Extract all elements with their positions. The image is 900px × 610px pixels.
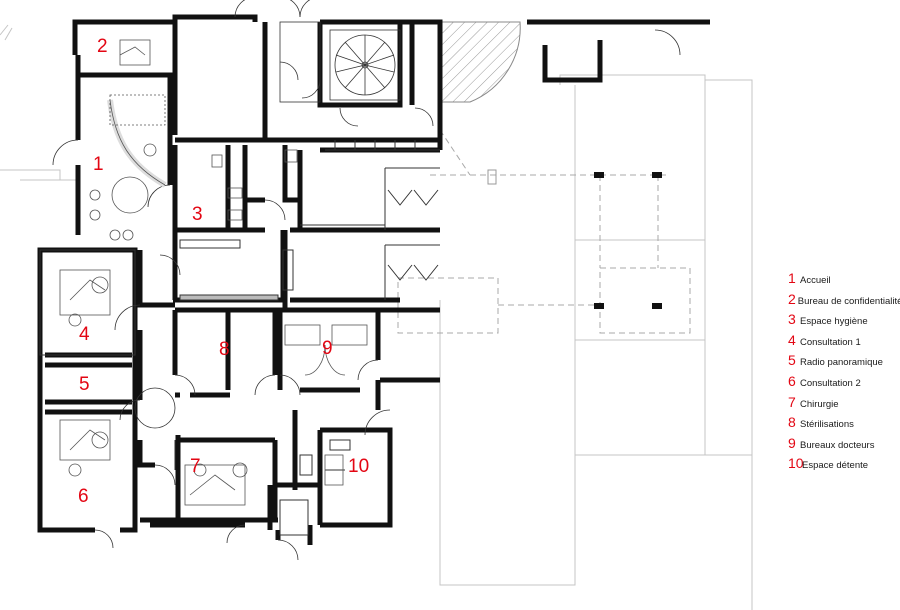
legend-label: Consultation 2: [800, 377, 861, 389]
legend-label: Consultation 1: [800, 336, 861, 348]
room-number-3: 3: [192, 204, 203, 225]
legend-label: Chirurgie: [800, 398, 839, 410]
site-outline: [0, 24, 753, 610]
legend-item: 8 Stérilisations: [788, 414, 900, 435]
legend-number: 9: [788, 434, 796, 451]
room-number-6: 6: [78, 486, 89, 507]
thin-lines: [39, 140, 440, 536]
furniture: [59, 39, 368, 506]
room-number-4: 4: [79, 324, 90, 345]
room-number-5: 5: [79, 374, 90, 395]
walls: [37, 14, 710, 545]
legend-number: 8: [788, 414, 796, 431]
room-number-7: 7: [190, 456, 201, 477]
dashed-structure: [397, 129, 691, 334]
legend-label: Espace hygiène: [800, 316, 868, 328]
legend-label: Stérilisations: [800, 419, 854, 431]
legend-label: Espace détente: [802, 460, 869, 472]
legend-number: 4: [788, 331, 796, 348]
legend-number: 6: [788, 372, 796, 389]
legend-label: Accueil: [800, 275, 831, 286]
legend-item: 7 Chirurgie: [788, 394, 900, 415]
hatched-zone: [439, 21, 521, 103]
legend-label: Bureaux docteurs: [800, 439, 875, 451]
legend-number: 1: [788, 270, 796, 286]
legend-number: 10: [788, 455, 804, 472]
legend-item: 4 Consultation 1: [788, 332, 900, 353]
room-number-9: 9: [322, 338, 333, 359]
legend-item: 5 Radio panoramique: [788, 352, 900, 373]
legend-label: Radio panoramique: [800, 357, 883, 369]
legend-label: Bureau de confidentialité: [797, 295, 900, 307]
room-number-10: 10: [348, 456, 369, 477]
legend-item: 9 Bureaux docteurs: [788, 435, 900, 456]
columns: [487, 169, 662, 309]
spiral-staircase: [279, 21, 401, 103]
legend-number: 7: [788, 393, 796, 410]
room-numbers: 1 2 3 4 5 6 7 8 9 10: [78, 36, 369, 507]
legend-number: 3: [788, 311, 796, 328]
room-number-2: 2: [97, 36, 108, 57]
door-swings: [52, 0, 681, 561]
legend-item: 1 Accueil: [788, 270, 900, 291]
room-number-8: 8: [219, 339, 230, 360]
legend-item: 6 Consultation 2: [788, 373, 900, 394]
legend-item: 3 Espace hygiène: [788, 311, 900, 332]
legend-number: 2: [788, 290, 796, 307]
room-number-1: 1: [93, 154, 104, 175]
legend-number: 5: [788, 352, 796, 369]
